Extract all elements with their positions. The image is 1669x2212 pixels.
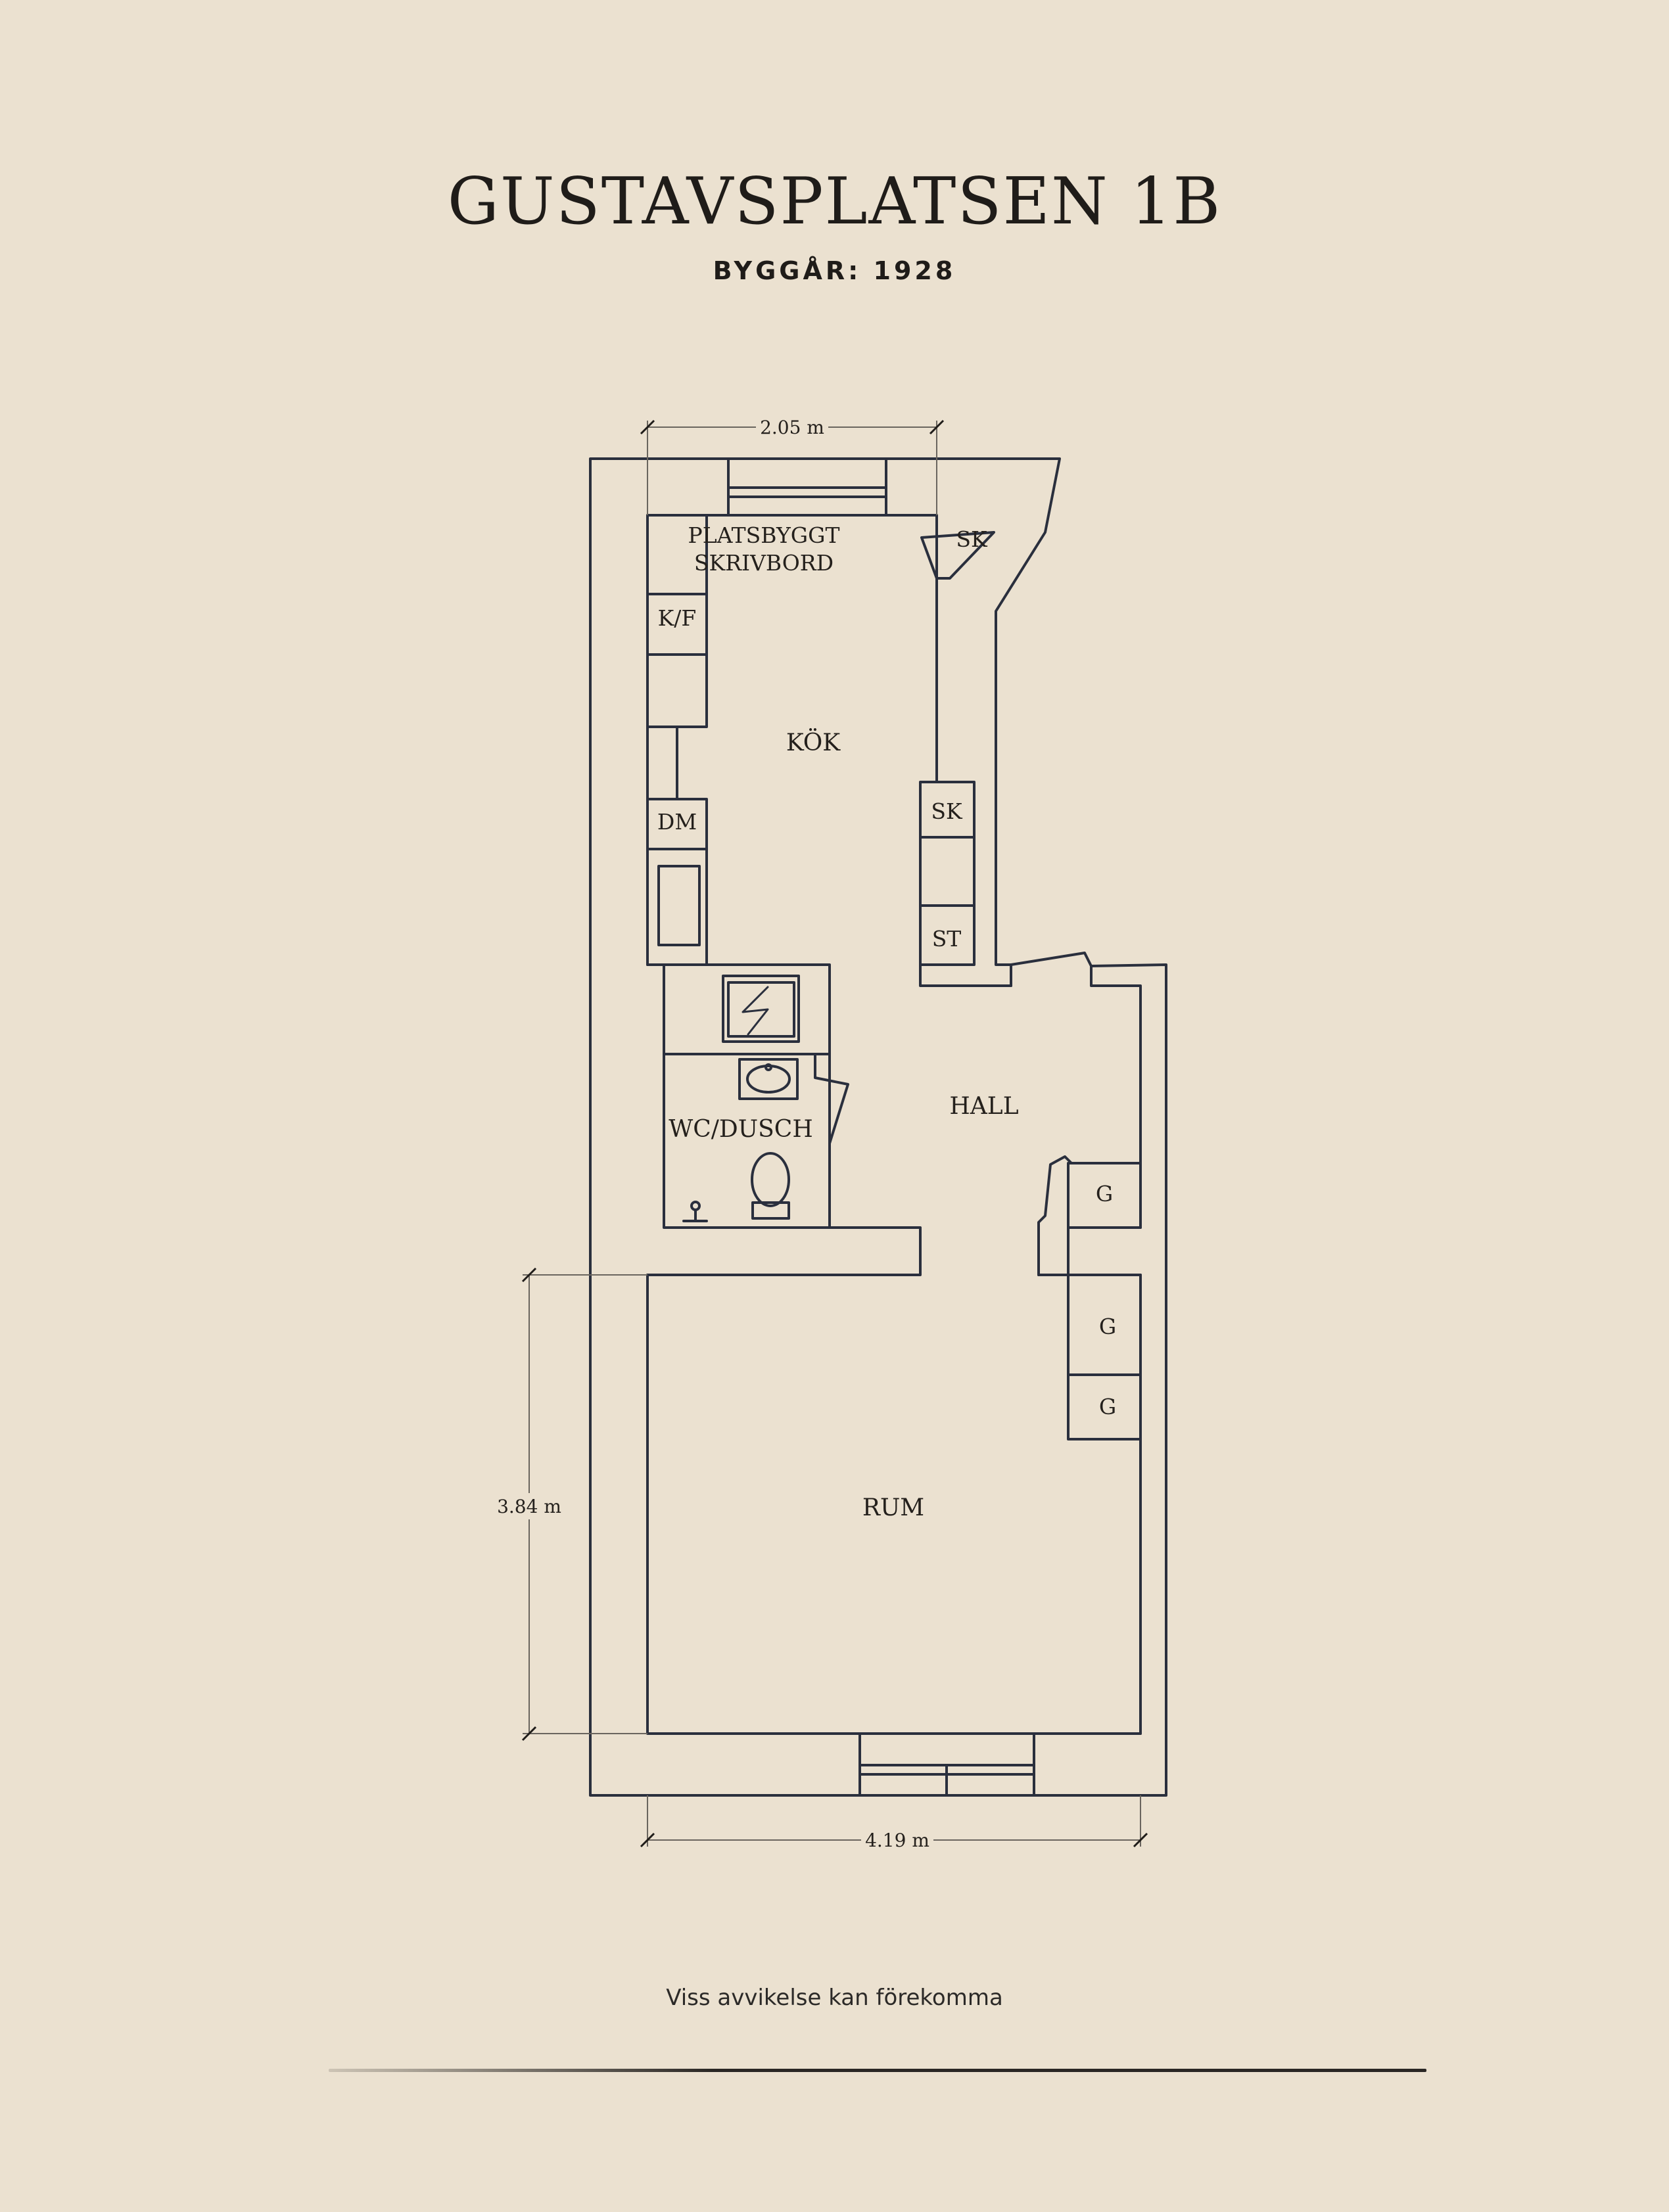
st-module bbox=[919, 904, 976, 966]
counter-module bbox=[646, 653, 708, 728]
room-label-bath: WC/DUSCH bbox=[669, 1116, 812, 1143]
dm-label: DM bbox=[657, 809, 697, 835]
page-title: GUSTAVSPLATSEN 1B bbox=[447, 164, 1222, 239]
room-label-rum: RUM bbox=[862, 1494, 924, 1521]
sk-mid-label: SK bbox=[931, 798, 963, 824]
room-label-hall: HALL bbox=[949, 1093, 1018, 1120]
kf-label: K/F bbox=[658, 605, 697, 631]
sk-top-closet bbox=[920, 531, 995, 580]
disclaimer-note: Viss avvikelse kan förekomma bbox=[666, 1985, 1003, 2011]
dim-left-label: 3.84 m bbox=[497, 1496, 561, 1517]
room-label-kitchen: KÖK bbox=[786, 729, 841, 756]
electric-cabinet bbox=[722, 975, 800, 1043]
sink-module bbox=[646, 848, 708, 966]
g2-label: G bbox=[1099, 1314, 1116, 1339]
g3-label: G bbox=[1099, 1394, 1116, 1419]
st-label: ST bbox=[932, 926, 962, 952]
desk-label-line2: SKRIVBORD bbox=[694, 550, 834, 576]
desk-label-line1: PLATSBYGGT bbox=[688, 522, 840, 548]
bottom-divider bbox=[329, 2069, 1426, 2072]
build-year: BYGGÅR: 1928 bbox=[713, 256, 956, 285]
outer-wall bbox=[589, 457, 1167, 1797]
lightning-icon bbox=[741, 986, 769, 1036]
g3-module bbox=[1067, 1373, 1142, 1440]
sk-top-label: SK bbox=[956, 526, 988, 552]
g1-label: G bbox=[1096, 1181, 1113, 1207]
toilet-icon bbox=[751, 1152, 790, 1207]
dim-bottom-label: 4.19 m bbox=[865, 1830, 929, 1851]
bath-sink bbox=[738, 1058, 799, 1100]
g1-module bbox=[1067, 1162, 1142, 1229]
dim-top-label: 2.05 m bbox=[760, 417, 824, 438]
